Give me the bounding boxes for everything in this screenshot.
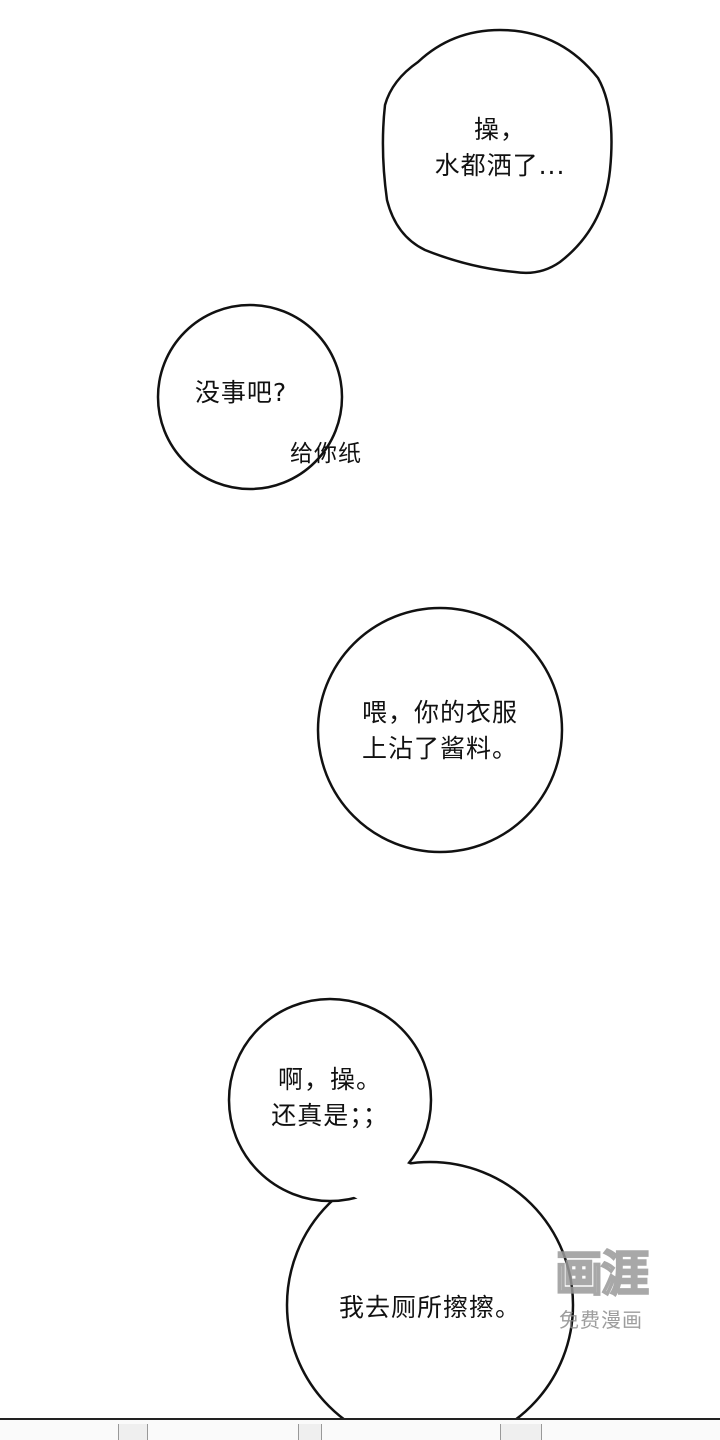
panel-detail (298, 1424, 322, 1440)
speech-bubble-5 (285, 1160, 575, 1440)
speech-bubble-1 (381, 28, 613, 275)
side-text-paper: 给你纸 (290, 441, 362, 467)
bubble-join (343, 1160, 427, 1204)
watermark-logo: 画涯 (554, 1246, 650, 1302)
bubble-2-text: 没事吧? (176, 375, 306, 411)
next-panel-edge (0, 1418, 720, 1440)
bubble-3-line-1: 喂，你的衣服 (361, 698, 518, 727)
bubble-4-line-2: 还真是；； (271, 1101, 389, 1131)
bubble-4-text: 啊，操。 还真是；； (250, 1062, 410, 1135)
bubble-1-line-2: 水都洒了... (434, 151, 566, 181)
bubble-2-line-1: 没事吧? (194, 378, 288, 407)
speech-bubble-3 (316, 606, 564, 854)
panel-detail (500, 1424, 542, 1440)
speech-bubble-2 (156, 303, 344, 491)
bubble-5-text: 我去厕所擦擦。 (325, 1290, 535, 1326)
bubble-3-text: 喂，你的衣服 上沾了酱料。 (340, 695, 540, 768)
bubble-4-line-1: 啊，操。 (277, 1065, 382, 1094)
speech-bubble-4 (227, 997, 433, 1203)
bubble-1-line-1: 操， (473, 115, 526, 144)
bubble-5-line-1: 我去厕所擦擦。 (338, 1293, 521, 1322)
watermark-tagline: 免费漫画 (559, 1308, 643, 1332)
bubble-3-line-2: 上沾了酱料。 (361, 734, 518, 764)
bubble-1-text: 操， 水都洒了... (410, 112, 590, 185)
panel-detail (118, 1424, 148, 1440)
watermark: 画涯 免费漫画 (536, 1246, 666, 1333)
